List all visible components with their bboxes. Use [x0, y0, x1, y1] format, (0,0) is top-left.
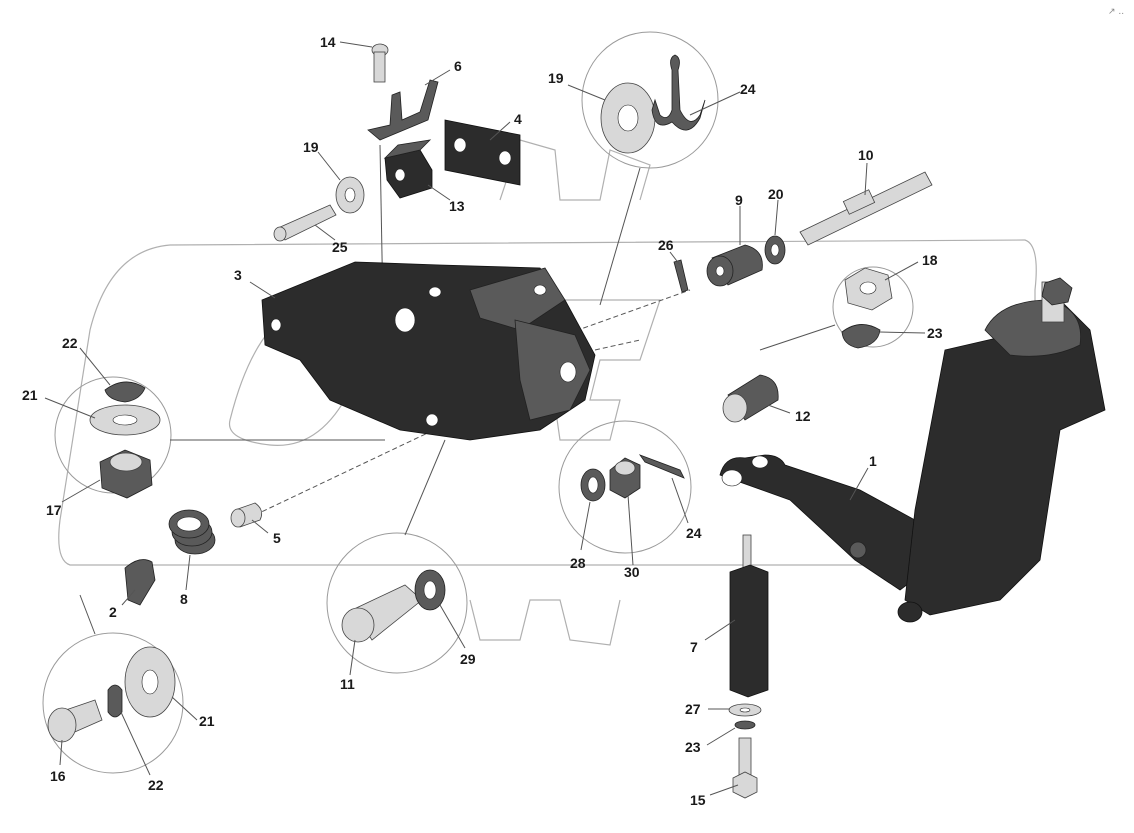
detail-circle-nut-18	[832, 266, 914, 348]
detail-circle-hook-washer	[581, 31, 719, 169]
callout-23-upper: 23	[927, 325, 943, 341]
bolt-part-15	[732, 737, 758, 799]
callout-10: 10	[858, 147, 874, 163]
spring-part-8	[168, 509, 216, 555]
cotter-pin-part-24	[638, 454, 685, 479]
bushing-part-5	[230, 502, 263, 528]
washer-part-27	[728, 703, 762, 717]
callout-24-upper: 24	[740, 81, 756, 97]
pin-part-25	[273, 204, 337, 242]
callout-25: 25	[332, 239, 348, 255]
callout-leaders	[44, 41, 926, 796]
callout-7: 7	[690, 639, 698, 655]
pin-part-11	[341, 584, 423, 643]
castle-nut-part-30	[609, 457, 641, 499]
detail-circle-pin-11	[326, 532, 468, 674]
callout-19-small: 19	[303, 139, 319, 155]
nut-part-18	[844, 267, 893, 311]
callout-8: 8	[180, 591, 188, 607]
callout-6: 6	[454, 58, 462, 74]
detail-circle-castle-nut	[558, 420, 692, 554]
lever-part-2	[124, 559, 156, 606]
callout-2: 2	[109, 604, 117, 620]
callout-30: 30	[624, 564, 640, 580]
washer-part-19-large	[600, 82, 656, 154]
callout-5: 5	[273, 530, 281, 546]
bushing-part-9	[706, 244, 763, 287]
callout-21-left: 21	[22, 387, 38, 403]
bracket-part-6	[367, 79, 439, 141]
ring-part-23-lower	[734, 720, 756, 730]
callout-26: 26	[658, 237, 674, 253]
washer-part-21-bottom	[124, 646, 176, 718]
nut-part-17	[99, 449, 153, 499]
ring-part-22-left	[104, 381, 146, 403]
bolt-part-14	[371, 43, 389, 83]
plate-part-4	[444, 119, 521, 186]
detail-circle-pin-16	[42, 632, 184, 774]
lever-assembly-part-1	[719, 277, 1106, 623]
callout-19-large: 19	[548, 70, 564, 86]
callout-15: 15	[690, 792, 706, 808]
ring-part-23-upper	[841, 324, 881, 349]
pin-part-26	[673, 259, 689, 293]
callout-22-left: 22	[62, 335, 78, 351]
callout-28: 28	[570, 555, 586, 571]
callout-27: 27	[685, 701, 701, 717]
washer-part-28	[580, 468, 606, 502]
callout-22-bottom: 22	[148, 777, 164, 793]
detail-circle-nut-17	[54, 376, 172, 494]
callout-9: 9	[735, 192, 743, 208]
bar-part-7	[729, 534, 769, 698]
callout-13: 13	[449, 198, 465, 214]
sleeve-part-12	[722, 374, 779, 423]
washer-part-21-left	[89, 404, 161, 436]
callout-11: 11	[340, 676, 355, 692]
pin-part-16	[47, 699, 103, 743]
ring-part-22-bottom	[107, 684, 123, 718]
washer-part-29	[414, 569, 446, 611]
callout-1: 1	[869, 453, 877, 469]
shaft-part-10	[799, 171, 933, 246]
callout-18: 18	[922, 252, 938, 268]
callout-23-lower: 23	[685, 739, 701, 755]
corner-mark: ↗ ..	[1108, 7, 1124, 17]
callout-24-lower: 24	[686, 525, 702, 541]
callout-21-bottom: 21	[199, 713, 215, 729]
callout-4: 4	[514, 111, 522, 127]
washer-part-19-small	[335, 176, 365, 214]
bracket-part-3	[261, 261, 596, 441]
block-part-13	[383, 139, 433, 199]
callout-17: 17	[46, 502, 62, 518]
washer-part-20	[764, 235, 786, 265]
callout-16: 16	[50, 768, 66, 784]
callout-14: 14	[320, 34, 336, 50]
callouts: 14 6 4 13 19 25 3 19 24 10 20 9 26 18 23…	[22, 34, 943, 808]
callout-3: 3	[234, 267, 242, 283]
callout-20: 20	[768, 186, 784, 202]
hook-part-24	[651, 54, 706, 131]
callout-12: 12	[795, 408, 811, 424]
callout-29: 29	[460, 651, 476, 667]
